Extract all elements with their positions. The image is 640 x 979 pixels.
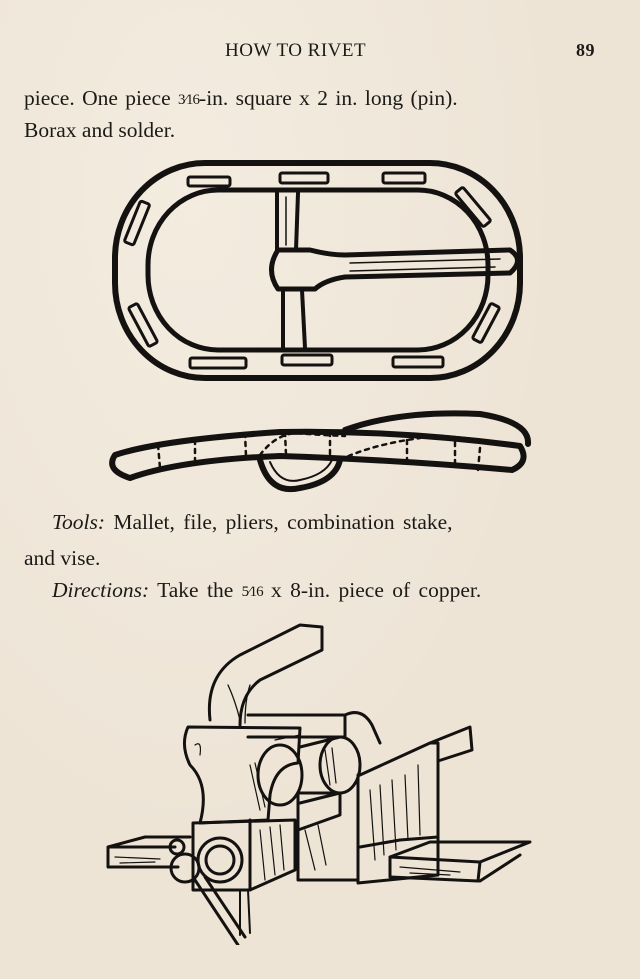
tools-line: Tools: Mallet, file, pliers, combination… [52, 506, 453, 538]
text-span: piece. One piece [24, 86, 179, 110]
page-number: 89 [576, 40, 595, 60]
tools-label: Tools: [52, 510, 105, 534]
fraction: 5⁄16 [241, 584, 264, 600]
buckle-side-view-figure [109, 410, 532, 493]
text-span: -in. square x 2 in. long (pin). [199, 86, 458, 110]
directions-line: Directions: Take the 5⁄16 x 8-in. piece … [52, 574, 481, 608]
materials-line-2: Borax and solder. [24, 118, 176, 142]
fraction: 3⁄16 [178, 92, 200, 108]
materials-line: piece. One piece 3⁄16-in. square x 2 in.… [24, 82, 458, 116]
running-head: HOW TO RIVET 89 [0, 40, 640, 64]
directions-text: Take the [149, 578, 242, 602]
tools-line-2: and vise. [24, 546, 101, 570]
running-title: HOW TO RIVET [225, 40, 367, 61]
bench-vise-figure [106, 623, 532, 945]
directions-label: Directions: [52, 578, 150, 602]
tools-text: Mallet, file, pliers, combination stake, [104, 510, 453, 534]
buckle-top-view-figure [112, 160, 523, 381]
directions-text-end: x 8-in. piece of copper. [262, 578, 482, 602]
